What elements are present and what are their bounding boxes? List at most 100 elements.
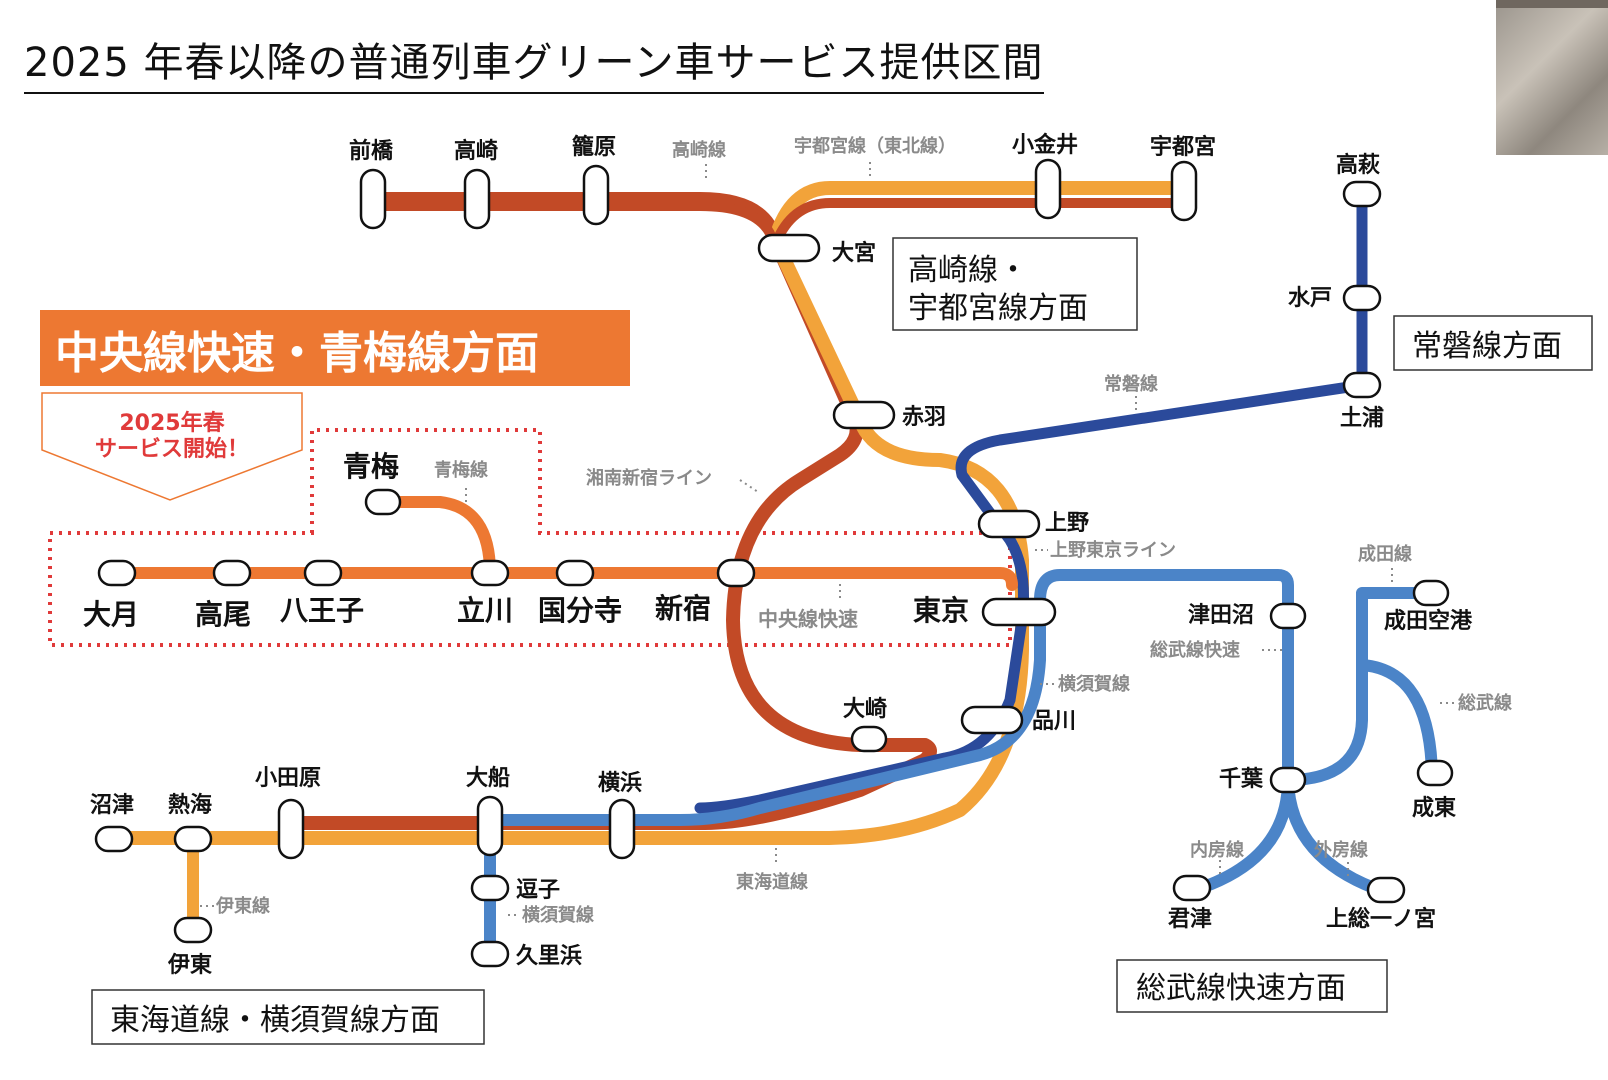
station-naruto: 成東 bbox=[1412, 796, 1456, 821]
line-label-yokosuka2: 横須賀線 bbox=[522, 904, 594, 926]
station-tachikawa: 立川 bbox=[457, 594, 513, 627]
station-hachioji: 八王子 bbox=[280, 594, 364, 627]
station-marker-takao bbox=[212, 559, 252, 587]
line-label-tokaido: 東海道線 bbox=[736, 871, 808, 893]
station-marker-ome bbox=[364, 488, 402, 516]
station-chiba: 千葉 bbox=[1219, 767, 1264, 792]
station-kagohara: 籠原 bbox=[572, 134, 616, 160]
station-kokubunji: 国分寺 bbox=[538, 594, 622, 627]
station-marker-tsudanuma bbox=[1269, 602, 1307, 630]
station-ofuna: 大船 bbox=[466, 765, 510, 791]
station-osaki: 大崎 bbox=[843, 697, 887, 722]
station-marker-tokyo bbox=[981, 597, 1057, 627]
station-marker-kagohara bbox=[582, 164, 610, 226]
region-tokaido-label: 東海道線・横須賀線方面 bbox=[110, 1003, 440, 1038]
station-marker-tsuchiura bbox=[1342, 371, 1382, 399]
station-marker-maebashi bbox=[359, 168, 387, 230]
route-sobu-east bbox=[1189, 587, 1438, 898]
station-tsudanuma: 津田沼 bbox=[1188, 602, 1254, 628]
line-label-narita: 成田線 bbox=[1358, 543, 1412, 565]
notice-callout: 2025年春 サービス開始！ bbox=[41, 392, 303, 501]
region-chuo-label: 中央線快速・青梅線方面 bbox=[55, 328, 539, 379]
station-marker-odawara bbox=[277, 798, 305, 860]
station-otsuki: 大月 bbox=[83, 598, 139, 631]
station-narita-airport: 成田空港 bbox=[1384, 608, 1473, 634]
route-ome bbox=[377, 496, 496, 579]
station-utsunomiya: 宇都宮 bbox=[1150, 134, 1216, 160]
station-ome: 青梅 bbox=[343, 450, 399, 483]
station-marker-zushi bbox=[470, 874, 510, 902]
region-chuo: 中央線快速・青梅線方面 bbox=[40, 310, 630, 386]
station-takahagi: 高萩 bbox=[1336, 152, 1380, 178]
station-kurihama: 久里浜 bbox=[516, 943, 582, 969]
line-label-shonan-shinjuku: 湘南新宿ライン bbox=[586, 467, 712, 489]
station-marker-tachikawa bbox=[470, 559, 510, 587]
station-tokyo: 東京 bbox=[913, 594, 969, 627]
station-ito: 伊東 bbox=[167, 952, 212, 978]
route-chuo bbox=[109, 567, 1018, 591]
station-mito: 水戸 bbox=[1288, 286, 1332, 311]
station-marker-atami bbox=[173, 825, 213, 853]
line-label-ito: 伊東線 bbox=[215, 895, 270, 917]
station-tsuchiura: 土浦 bbox=[1340, 405, 1384, 431]
route-takasaki-upper bbox=[367, 201, 777, 243]
station-akabane: 赤羽 bbox=[902, 405, 946, 430]
station-marker-naruto bbox=[1416, 759, 1454, 787]
route-yokosuka-sobu bbox=[484, 569, 1294, 956]
station-marker-hachioji bbox=[303, 559, 343, 587]
region-sobu-label: 総武線快速方面 bbox=[1136, 971, 1346, 1006]
station-marker-kazusa-ichinomiya bbox=[1366, 876, 1406, 904]
line-label-sotobo: 外房線 bbox=[1314, 839, 1368, 861]
corner-photo bbox=[1496, 0, 1608, 155]
station-numazu: 沼津 bbox=[90, 792, 134, 818]
station-shinagawa: 品川 bbox=[1032, 709, 1076, 734]
station-marker-shinjuku bbox=[716, 558, 756, 588]
leader-shonan bbox=[739, 479, 759, 493]
region-takasaki: 高崎線・ 宇都宮線方面 bbox=[892, 237, 1138, 331]
station-omiya: 大宮 bbox=[832, 240, 876, 266]
region-sobu: 総武線快速方面 bbox=[1116, 959, 1388, 1013]
station-marker-omiya bbox=[757, 233, 821, 263]
station-marker-shinagawa bbox=[960, 705, 1024, 735]
station-marker-ofuna bbox=[476, 795, 504, 857]
station-koganei: 小金井 bbox=[1012, 132, 1078, 158]
station-atami: 熱海 bbox=[168, 792, 212, 818]
station-shinjuku: 新宿 bbox=[655, 592, 711, 625]
line-label-ome: 青梅線 bbox=[434, 459, 488, 481]
line-label-chuo-rapid: 中央線快速 bbox=[758, 607, 858, 631]
station-takasaki: 高崎 bbox=[454, 138, 498, 164]
line-label-uchibo: 内房線 bbox=[1190, 839, 1244, 861]
line-label-ueno-tokyo: 上野東京ライン bbox=[1050, 539, 1176, 561]
station-marker-utsunomiya bbox=[1170, 160, 1198, 222]
station-marker-kurihama bbox=[470, 940, 510, 968]
station-zushi: 逗子 bbox=[516, 878, 560, 903]
notice-line-1: 2025年春 bbox=[119, 410, 224, 436]
region-takasaki-line-2: 宇都宮線方面 bbox=[908, 291, 1088, 326]
station-maebashi: 前橋 bbox=[349, 138, 394, 164]
station-marker-otsuki bbox=[97, 559, 137, 587]
station-odawara: 小田原 bbox=[255, 766, 321, 791]
station-marker-takasaki bbox=[463, 168, 491, 230]
station-marker-narita-airport bbox=[1412, 579, 1450, 607]
station-marker-koganei bbox=[1034, 158, 1062, 220]
station-ueno: 上野 bbox=[1045, 511, 1089, 536]
station-kazusa-ichinomiya: 上総一ノ宮 bbox=[1326, 906, 1436, 932]
station-kimitsu: 君津 bbox=[1168, 906, 1212, 932]
route-utsunomiya-upper bbox=[773, 198, 1180, 243]
line-label-sobu-rapid: 総武線快速 bbox=[1150, 639, 1240, 661]
station-yokohama: 横浜 bbox=[598, 771, 642, 796]
region-takasaki-line-1: 高崎線・ bbox=[908, 253, 1028, 288]
region-tokaido: 東海道線・横須賀線方面 bbox=[91, 989, 485, 1045]
station-marker-akabane bbox=[832, 400, 896, 430]
station-marker-kokubunji bbox=[555, 559, 595, 587]
station-marker-kimitsu bbox=[1172, 874, 1212, 902]
page-title: 2025 年春以降の普通列車グリーン車サービス提供区間 bbox=[24, 30, 1044, 94]
station-takao: 高尾 bbox=[195, 598, 251, 631]
station-marker-osaki bbox=[850, 725, 888, 753]
station-marker-numazu bbox=[94, 825, 134, 853]
line-label-utsunomiya: 宇都宮線（東北線） bbox=[794, 135, 956, 157]
station-marker-mito bbox=[1342, 284, 1382, 312]
station-marker-chiba bbox=[1269, 766, 1307, 794]
region-joban: 常磐線方面 bbox=[1393, 315, 1593, 371]
